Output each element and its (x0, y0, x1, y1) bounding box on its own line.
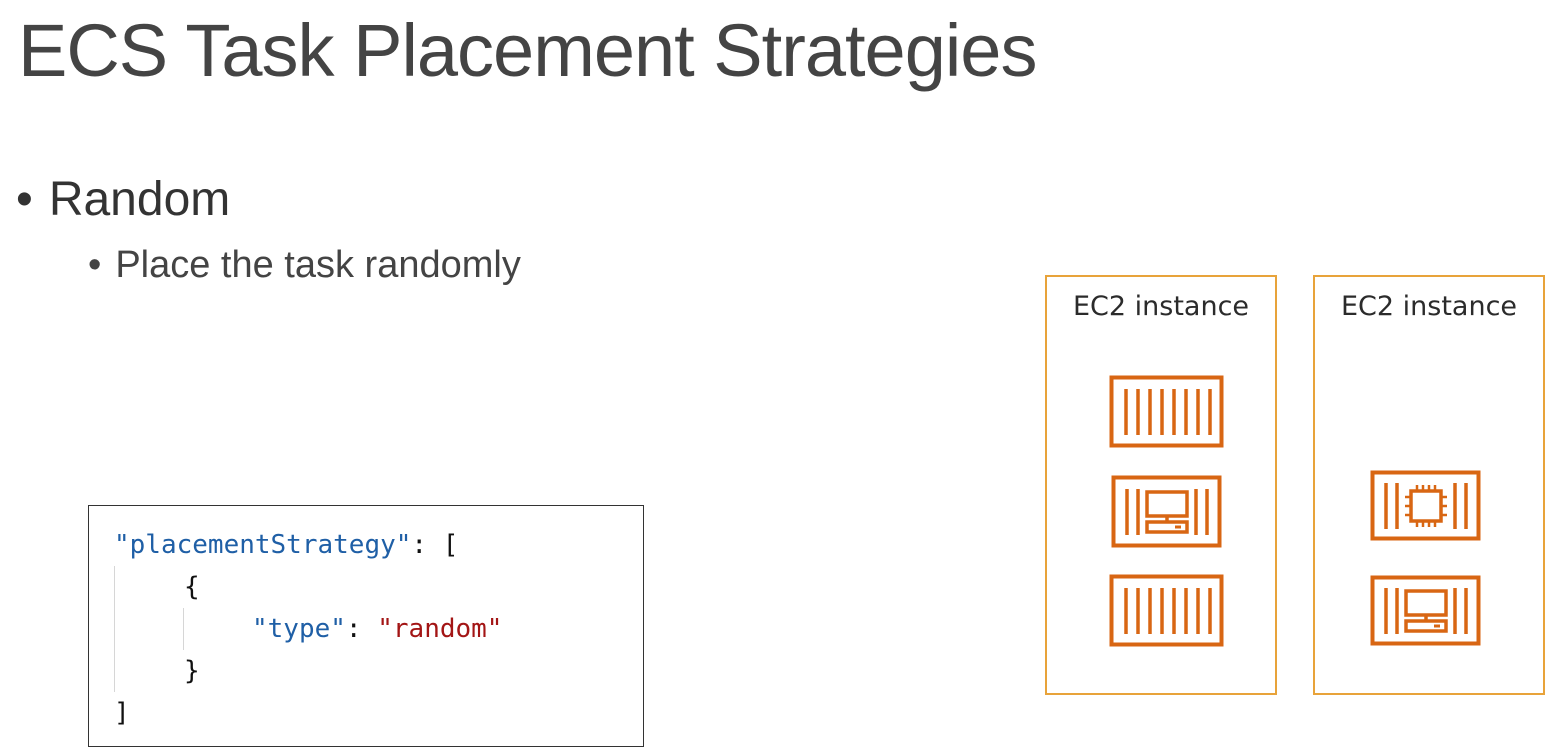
instance-label: EC2 instance (1340, 291, 1518, 322)
bullet-text: Place the task randomly (115, 244, 521, 286)
code-line-3: "type": "random" (252, 616, 502, 642)
code-punct: : [ (411, 530, 459, 560)
code-line-5: ] (114, 700, 130, 726)
bullet-random: • Random (16, 176, 230, 224)
bullet-dot: • (16, 173, 33, 226)
code-snippet: "placementStrategy": [ { "type": "random… (88, 505, 644, 747)
code-line-2: { (184, 574, 200, 600)
code-open-brace: { (184, 572, 200, 602)
code-close-bracket: ] (114, 698, 130, 728)
bullet-place-randomly: • Place the task randomly (88, 246, 521, 284)
container-chip-icon (1370, 470, 1481, 541)
code-key-placement: "placementStrategy" (114, 530, 412, 560)
indent-guide (114, 566, 115, 692)
code-key-type: "type" (252, 614, 346, 644)
container-stripes-icon (1109, 574, 1224, 647)
bullet-dot: • (88, 244, 102, 286)
code-close-brace: } (184, 656, 200, 686)
ec2-instance-1: EC2 instance (1045, 275, 1277, 695)
container-monitor-icon (1111, 475, 1222, 548)
container-monitor-icon (1370, 575, 1481, 646)
container-stripes-icon (1109, 375, 1224, 448)
bullet-text: Random (48, 173, 231, 226)
code-line-1: "placementStrategy": [ (114, 532, 458, 558)
ec2-instance-2: EC2 instance (1313, 275, 1545, 695)
slide-title: ECS Task Placement Strategies (18, 9, 1037, 92)
instance-label: EC2 instance (1072, 291, 1250, 322)
code-value-random: "random" (377, 614, 503, 644)
indent-guide (183, 608, 184, 650)
code-line-4: } (184, 658, 200, 684)
code-colon: : (345, 614, 378, 644)
